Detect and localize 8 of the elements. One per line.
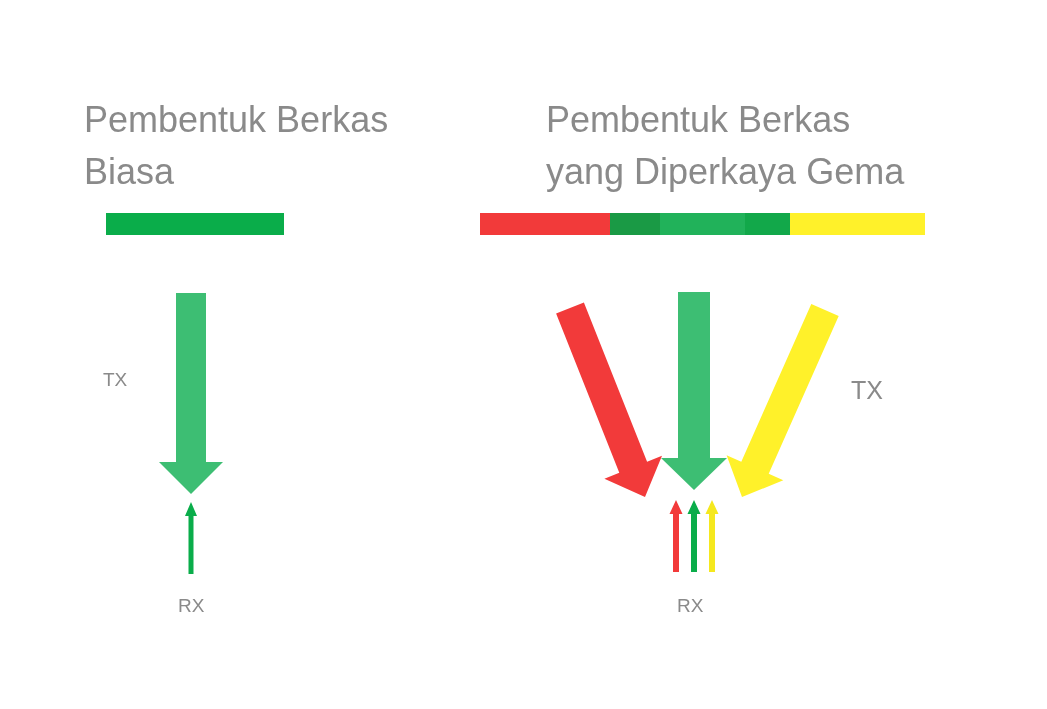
- tx-label: TX: [103, 369, 128, 390]
- heading: Pembentuk Berkas Biasa: [84, 99, 389, 193]
- signal-bar: [106, 213, 284, 235]
- tx-label: TX: [851, 376, 883, 404]
- rx-label: RX: [677, 595, 704, 616]
- heading: Pembentuk Berkas yang Diperkaya Gema: [546, 99, 905, 193]
- rx-label: RX: [178, 595, 205, 616]
- signal-bar: [480, 213, 925, 235]
